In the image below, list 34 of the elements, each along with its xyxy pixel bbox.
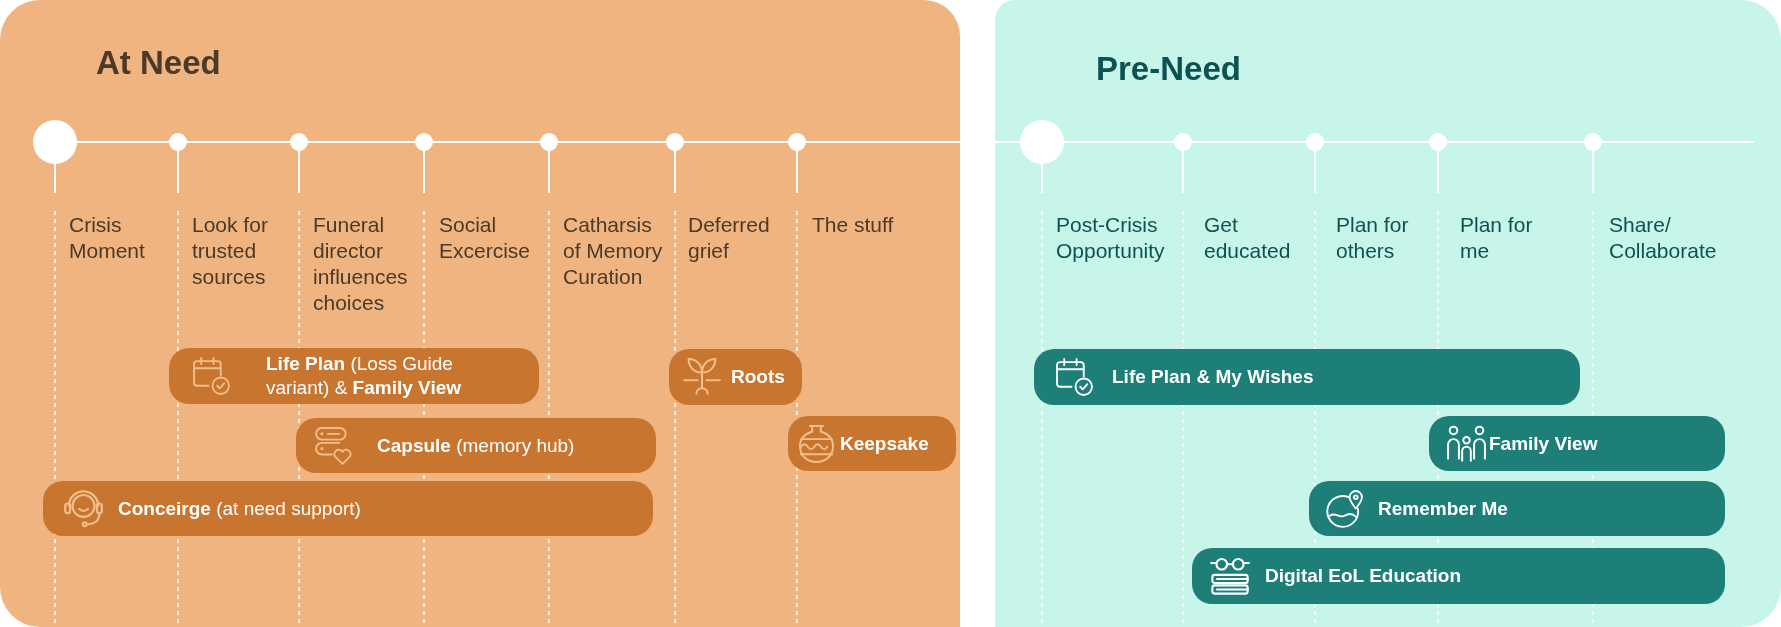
feature-bar [169, 348, 539, 404]
stage-label: The stuff [812, 212, 895, 238]
feature-bar [1034, 349, 1580, 405]
stage-label: Plan for me [1460, 212, 1534, 264]
feature-bar [788, 416, 956, 471]
feature-label: Digital EoL Education [1265, 564, 1462, 588]
stage-label: Crisis Moment [69, 212, 146, 264]
stage-label: Deferred grief [688, 212, 771, 264]
stage-label: Get educated [1204, 212, 1292, 264]
feature-label: Conceirge (at need support) [118, 496, 362, 521]
feature-bar [669, 349, 802, 405]
stage-label: Social Excercise [439, 212, 532, 264]
feature-label: Roots [731, 365, 786, 389]
feature-label: Capsule (memory hub) [377, 433, 576, 458]
panel-title: At Need [96, 44, 221, 82]
feature-bar [1429, 416, 1725, 471]
feature-label: Life Plan (Loss Guide variant) & Family View [266, 352, 463, 400]
stage-label: Look for trusted sources [192, 212, 269, 290]
feature-label: Remember Me [1378, 496, 1509, 521]
feature-bar [43, 481, 653, 536]
feature-bar [1309, 481, 1725, 536]
feature-label: Keepsake [840, 431, 930, 456]
feature-label: Family View [1489, 431, 1599, 456]
stage-label: Plan for others [1336, 212, 1410, 264]
feature-label: Life Plan & My Wishes [1112, 365, 1315, 389]
panel-title: Pre-Need [1096, 50, 1241, 88]
feature-bar [296, 418, 656, 473]
stage-label: Funeral director influences choices [313, 212, 409, 316]
stage-label: Share/ Collaborate [1609, 212, 1718, 264]
feature-bar [1192, 548, 1725, 604]
panel [995, 0, 1781, 627]
panel [0, 0, 960, 627]
stage-label: Post-Crisis Opportunity [1056, 212, 1166, 264]
stage-label: Catharsis of Memory Curation [563, 212, 664, 290]
